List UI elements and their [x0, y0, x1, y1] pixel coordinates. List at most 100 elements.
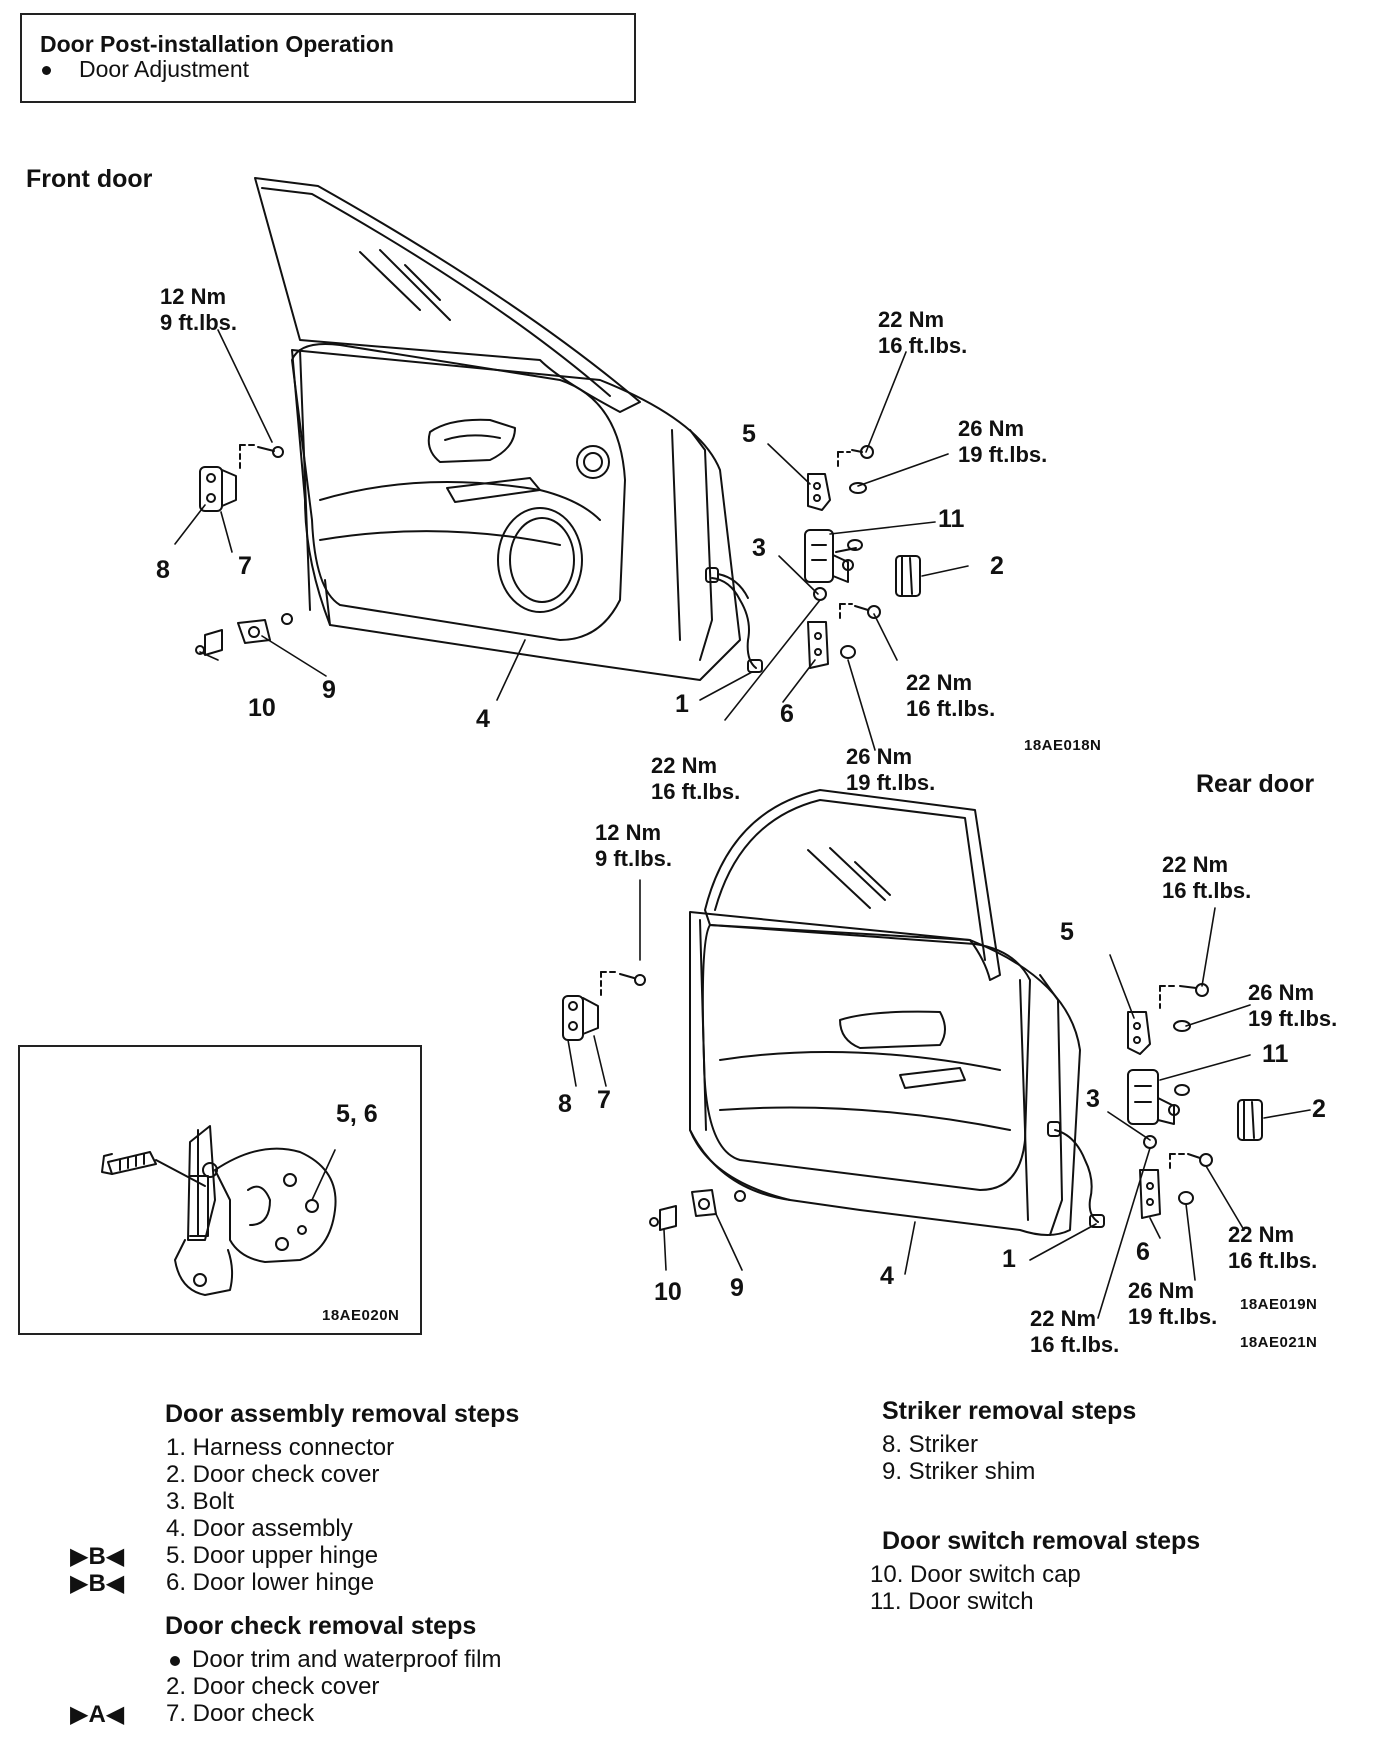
figure-code-rear-2: 18AE021N	[1240, 1334, 1318, 1351]
marker-b-upper: ▶B◀	[70, 1543, 125, 1570]
list-item: 9. Striker shim	[882, 1458, 1036, 1485]
rear-door-label: Rear door	[1196, 770, 1315, 798]
front-door-label: Front door	[26, 165, 153, 193]
torque-ft: 16 ft.lbs.	[878, 333, 968, 358]
rear-callout-1: 1	[1002, 1245, 1016, 1273]
inset-callout-5-6: 5, 6	[336, 1100, 378, 1128]
marker-a: ▶A◀	[70, 1701, 125, 1728]
rear-callout-5: 5	[1060, 918, 1074, 946]
callout-7: 7	[238, 552, 252, 580]
torque-ft: 19 ft.lbs.	[1248, 1006, 1338, 1031]
door-check-heading: Door check removal steps	[165, 1612, 477, 1640]
figure-code-rear-1: 18AE019N	[1240, 1296, 1318, 1313]
callout-9: 9	[322, 676, 336, 704]
callout-4: 4	[476, 705, 490, 733]
front-hinges	[804, 445, 921, 669]
torque-ft: 9 ft.lbs.	[160, 310, 238, 335]
striker-heading: Striker removal steps	[882, 1397, 1137, 1425]
callout-10: 10	[248, 694, 276, 722]
front-leaders	[174, 329, 969, 751]
rear-callout-6: 6	[1136, 1238, 1150, 1266]
rear-callout-11: 11	[1262, 1040, 1289, 1068]
list-item: 6. Door lower hinge	[166, 1569, 375, 1596]
list-item: 2. Door check cover	[166, 1673, 380, 1700]
bullet-dot-icon	[170, 1655, 180, 1666]
callout-3: 3	[752, 534, 766, 562]
torque-nm: 26 Nm	[846, 744, 913, 769]
rear-callout-3: 3	[1086, 1085, 1100, 1113]
list-item: 11. Door switch	[870, 1588, 1034, 1615]
figure-code-front: 18AE018N	[1024, 737, 1102, 754]
header-box	[20, 13, 636, 103]
list-item: 7. Door check	[166, 1700, 315, 1727]
rear-callout-9: 9	[730, 1274, 744, 1302]
rear-door-assembly	[689, 789, 1105, 1236]
torque-nm: 22 Nm	[1162, 852, 1229, 877]
marker-b-lower: ▶B◀	[70, 1570, 125, 1597]
rear-callout-8: 8	[558, 1090, 572, 1118]
header-title: Door Post-installation Operation	[40, 31, 394, 57]
callout-11: 11	[938, 505, 965, 533]
list-item: 5. Door upper hinge	[166, 1542, 379, 1569]
inset-hinge-detail	[101, 1125, 337, 1296]
door-switch-heading: Door switch removal steps	[882, 1527, 1201, 1555]
door-switch-list: 10. Door switch cap 11. Door switch	[870, 1561, 1081, 1615]
torque-nm: 26 Nm	[1128, 1278, 1195, 1303]
torque-nm: 26 Nm	[958, 416, 1025, 441]
torque-ft: 9 ft.lbs.	[595, 846, 673, 871]
torque-ft: 16 ft.lbs.	[1228, 1248, 1318, 1273]
torque-ft: 16 ft.lbs.	[906, 696, 996, 721]
torque-ft: 16 ft.lbs.	[1030, 1332, 1120, 1357]
callout-5: 5	[742, 420, 756, 448]
torque-nm: 26 Nm	[1248, 980, 1315, 1005]
torque-nm: 22 Nm	[1228, 1222, 1295, 1247]
torque-nm: 12 Nm	[595, 820, 662, 845]
torque-ft: 16 ft.lbs.	[1162, 878, 1252, 903]
torque-nm: 22 Nm	[1030, 1306, 1097, 1331]
bullet-dot-icon	[42, 66, 51, 76]
rear-callout-4: 4	[880, 1262, 894, 1290]
torque-nm: 12 Nm	[160, 284, 227, 309]
front-striker	[195, 444, 293, 656]
list-item: 4. Door assembly	[166, 1515, 353, 1542]
callout-8: 8	[156, 556, 170, 584]
torque-nm: 22 Nm	[651, 753, 718, 778]
list-item: Door trim and waterproof film	[166, 1646, 501, 1673]
list-item: 3. Bolt	[166, 1488, 235, 1515]
rear-callout-7: 7	[597, 1086, 611, 1114]
list-item: 8. Striker	[882, 1431, 979, 1458]
list-item: 10. Door switch cap	[870, 1561, 1081, 1588]
list-item: 2. Door check cover	[166, 1461, 380, 1488]
rear-callout-10: 10	[654, 1278, 682, 1306]
rear-callout-2: 2	[1312, 1095, 1326, 1123]
torque-nm: 22 Nm	[906, 670, 973, 695]
figure-code-inset: 18AE020N	[322, 1307, 400, 1324]
header-bullet: Door Adjustment	[42, 56, 249, 83]
header-bullet-text: Door Adjustment	[79, 56, 250, 82]
torque-ft: 16 ft.lbs.	[651, 779, 741, 804]
torque-ft: 19 ft.lbs.	[846, 770, 936, 795]
list-item: 1. Harness connector	[166, 1434, 395, 1461]
front-door-assembly	[254, 177, 763, 681]
door-assembly-heading: Door assembly removal steps	[165, 1400, 520, 1428]
callout-2: 2	[990, 552, 1004, 580]
rear-hinges	[1127, 983, 1263, 1219]
callout-1: 1	[675, 690, 689, 718]
rear-striker	[562, 971, 746, 1231]
door-assembly-list: 1. Harness connector 2. Door check cover…	[166, 1434, 394, 1596]
torque-nm: 22 Nm	[878, 307, 945, 332]
callout-6: 6	[780, 700, 794, 728]
list-item-text: Door trim and waterproof film	[192, 1646, 502, 1673]
torque-ft: 19 ft.lbs.	[1128, 1304, 1218, 1329]
